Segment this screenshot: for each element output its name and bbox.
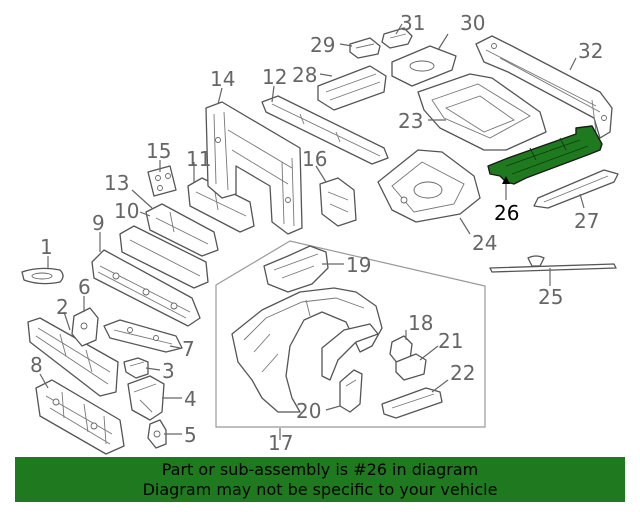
part-26[interactable] [487,125,603,185]
part-3[interactable] [123,357,149,379]
part-5[interactable] [147,419,167,449]
callout-28: 28 [292,63,317,87]
leader-lines [39,23,585,440]
part-27[interactable] [533,169,619,209]
part-30[interactable] [391,45,457,87]
callout-5: 5 [184,423,197,447]
part-17[interactable] [231,287,383,413]
callout-29: 29 [310,33,335,57]
banner-line-2: Diagram may not be specific to your vehi… [142,480,498,499]
callout-13: 13 [104,171,129,195]
callout-27: 27 [574,209,599,233]
callout-26: 26 [494,201,519,225]
callout-14: 14 [210,67,235,91]
callout-8: 8 [30,353,43,377]
part-2[interactable] [27,317,119,397]
banner-line-1: Part or sub-assembly is #26 in diagram [161,460,479,479]
callout-31: 31 [400,11,425,35]
callout-labels: 1 2 3 4 5 6 7 8 9 10 11 12 13 14 15 16 1… [30,11,603,455]
callout-23: 23 [398,109,423,133]
part-32[interactable] [475,35,613,139]
part-23[interactable] [417,73,547,151]
callout-1: 1 [40,235,53,259]
part-inset-arch[interactable] [321,323,379,381]
part-29[interactable] [349,37,381,59]
part-15[interactable] [147,165,177,197]
part-31[interactable] [381,27,413,49]
callout-21: 21 [438,329,463,353]
parts-diagram: 1 2 3 4 5 6 7 8 9 10 11 12 13 14 15 16 1… [21,11,619,455]
part-1[interactable] [21,267,64,285]
part-9[interactable] [91,249,201,327]
callout-11: 11 [186,147,211,171]
callout-16: 16 [302,147,327,171]
part-28[interactable] [317,65,387,111]
info-banner: Part or sub-assembly is #26 in diagram D… [15,457,625,502]
callout-7: 7 [182,337,195,361]
part-6[interactable] [71,307,99,347]
part-4[interactable] [127,375,165,421]
callout-15: 15 [146,139,171,163]
leader-arrow-26 [502,176,510,184]
callout-9: 9 [92,211,105,235]
callout-32: 32 [578,39,603,63]
callout-17: 17 [268,431,293,455]
part-25[interactable] [489,255,617,273]
callout-22: 22 [450,361,475,385]
part-8[interactable] [35,379,125,455]
part-22[interactable] [381,387,443,419]
part-13[interactable] [145,203,219,257]
callout-24: 24 [472,231,497,255]
part-19[interactable] [263,245,329,293]
callout-30: 30 [460,11,485,35]
callout-10: 10 [114,199,139,223]
part-12[interactable] [261,95,389,165]
part-21[interactable] [395,353,427,381]
callout-6: 6 [78,275,91,299]
callout-4: 4 [184,387,197,411]
callout-20: 20 [296,399,321,423]
callout-18: 18 [408,311,433,335]
callout-19: 19 [346,253,371,277]
part-16[interactable] [319,177,357,227]
callout-25: 25 [538,285,563,309]
callout-2: 2 [56,295,69,319]
part-7[interactable] [103,319,183,353]
callout-3: 3 [162,359,175,383]
part-14[interactable] [205,101,303,235]
part-10[interactable] [119,225,209,289]
part-24[interactable] [377,149,481,223]
callout-12: 12 [262,65,287,89]
